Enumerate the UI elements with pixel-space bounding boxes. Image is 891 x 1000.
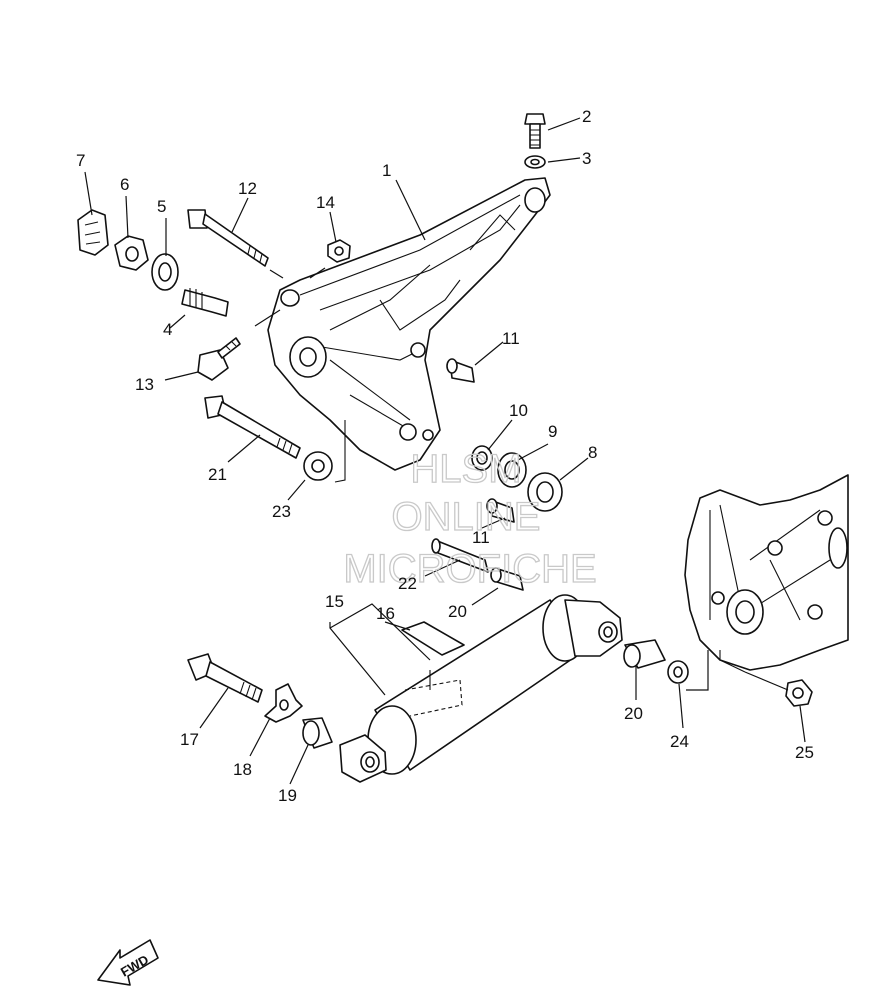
callout-25: 25 [795, 743, 814, 762]
nut-25 [785, 679, 813, 707]
bushing-20-lower [623, 639, 666, 669]
fwd-direction-arrow: FWD [97, 939, 159, 986]
callout-10: 10 [509, 401, 528, 420]
bushing-20-upper [490, 567, 524, 591]
leader-lines [84, 117, 806, 785]
callout-2: 2 [582, 107, 591, 126]
callout-18: 18 [233, 760, 252, 779]
callout-23: 23 [272, 502, 291, 521]
watermark: HLSM ONLINE MICROFICHE [343, 446, 598, 591]
washer-24 [667, 660, 689, 684]
watermark-line-1: HLSM [410, 447, 521, 491]
washer-3 [524, 155, 546, 169]
collar-4 [181, 288, 229, 317]
crankcase [684, 474, 849, 673]
rear-arm-bracket [267, 177, 551, 483]
callout-24: 24 [670, 732, 689, 751]
bolt-13 [197, 337, 241, 381]
callout-11-upper: 11 [502, 329, 520, 348]
callout-20-lower: 20 [624, 704, 643, 723]
nut-14 [327, 239, 351, 263]
collar-11-lower [486, 498, 515, 523]
label-16 [401, 621, 465, 656]
callout-9: 9 [548, 422, 557, 441]
callout-7: 7 [76, 151, 85, 170]
callout-22: 22 [398, 574, 417, 593]
callout-6: 6 [120, 175, 129, 194]
callout-12: 12 [238, 179, 257, 198]
cap-nut-7 [77, 209, 109, 256]
bolt-17 [187, 653, 263, 703]
callout-19: 19 [278, 786, 297, 805]
bearing-8 [527, 472, 563, 512]
callout-11-lower: 11 [472, 528, 490, 547]
bolt-21 [204, 395, 301, 459]
callout-labels: 1 2 3 4 5 6 7 8 9 10 11 11 12 13 14 15 1… [76, 107, 814, 805]
rear-shock-absorber [339, 594, 623, 783]
callout-16: 16 [376, 604, 395, 623]
bolt-12 [187, 209, 269, 267]
collar-11-upper [446, 358, 475, 383]
callout-3: 3 [582, 149, 591, 168]
oil-seal-9 [497, 452, 527, 488]
washer-5 [151, 253, 179, 291]
nut-6 [114, 235, 149, 271]
lock-washer-18 [264, 683, 303, 723]
callout-1: 1 [382, 161, 391, 180]
collar-10 [471, 445, 493, 471]
callout-14: 14 [316, 193, 335, 212]
collar-19 [302, 717, 333, 749]
callout-5: 5 [157, 197, 166, 216]
collar-22 [431, 538, 489, 573]
callout-20-upper: 20 [448, 602, 467, 621]
callout-13: 13 [135, 375, 154, 394]
callout-15: 15 [325, 592, 344, 611]
callout-4: 4 [163, 320, 172, 339]
bolt-2 [524, 113, 546, 149]
watermark-line-2: ONLINE [392, 495, 541, 539]
callout-17: 17 [180, 730, 199, 749]
collar-23 [303, 451, 333, 481]
callout-21: 21 [208, 465, 227, 484]
callout-8: 8 [588, 443, 597, 462]
watermark-line-3: MICROFICHE [343, 547, 596, 591]
